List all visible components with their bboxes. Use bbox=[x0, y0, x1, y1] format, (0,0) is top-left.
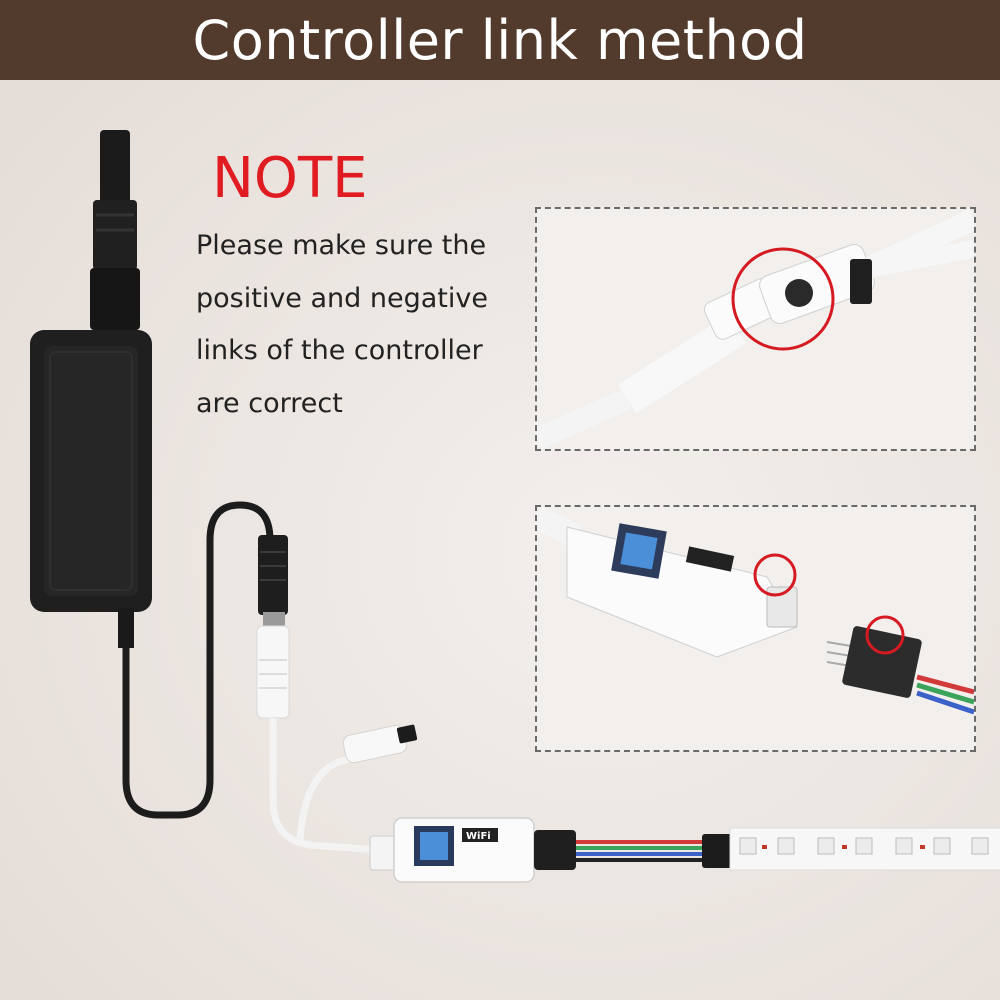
ac-cable bbox=[90, 130, 140, 330]
controller-brand: WiFi bbox=[466, 831, 491, 842]
controller-closeup bbox=[537, 507, 974, 715]
highlight-circle-icon bbox=[753, 553, 797, 597]
note-line: links of the controller bbox=[196, 335, 483, 366]
rgb-wires bbox=[576, 834, 732, 868]
page-title: Controller link method bbox=[192, 8, 808, 72]
dc-connector-closeup bbox=[537, 209, 974, 449]
dc-cable bbox=[118, 501, 288, 819]
wifi-controller-icon: WiFi bbox=[369, 817, 576, 883]
highlight-circle-icon bbox=[731, 247, 835, 351]
dc-connector-detail-box bbox=[535, 207, 976, 451]
note-line: Please make sure the bbox=[196, 230, 487, 261]
dc-plug-icon bbox=[256, 625, 418, 854]
note-line: positive and negative bbox=[196, 282, 488, 314]
header-banner: Controller link method bbox=[0, 0, 1000, 80]
rgb-connector-icon bbox=[842, 626, 922, 698]
rgb-connector-detail-box bbox=[535, 505, 976, 752]
note-title: NOTE bbox=[212, 146, 368, 211]
led-strip-icon bbox=[729, 827, 1000, 871]
note-body: Please make sure the positive and negati… bbox=[196, 220, 526, 430]
power-adapter-icon bbox=[30, 330, 152, 612]
note-line: are correct bbox=[196, 387, 343, 419]
highlight-circle-icon bbox=[865, 615, 905, 655]
